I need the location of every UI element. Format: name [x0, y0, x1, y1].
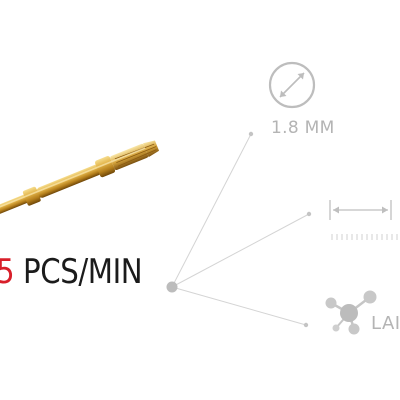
diameter-label: 1.8 MM — [271, 118, 335, 138]
hub-dot-icon — [166, 281, 178, 293]
diameter-circle-icon — [268, 61, 316, 109]
endpoint-dot-icon — [306, 211, 312, 217]
connector-line-length — [171, 213, 310, 288]
production-rate-value: 5 — [0, 252, 15, 292]
production-rate-text: 5 PCS/MIN — [0, 252, 143, 292]
connector-lines — [171, 133, 310, 326]
connector-line-network — [171, 286, 307, 326]
connector-line-diameter — [171, 133, 252, 288]
molecule-network-icon — [325, 290, 377, 335]
gold-contact-pin-image — [0, 140, 160, 225]
length-ruler-icon — [329, 200, 398, 240]
network-feature-label: LAI — [371, 313, 400, 334]
production-rate-unit: PCS/MIN — [14, 252, 143, 292]
endpoint-dot-icon — [248, 131, 254, 137]
endpoint-dot-icon — [303, 322, 309, 328]
